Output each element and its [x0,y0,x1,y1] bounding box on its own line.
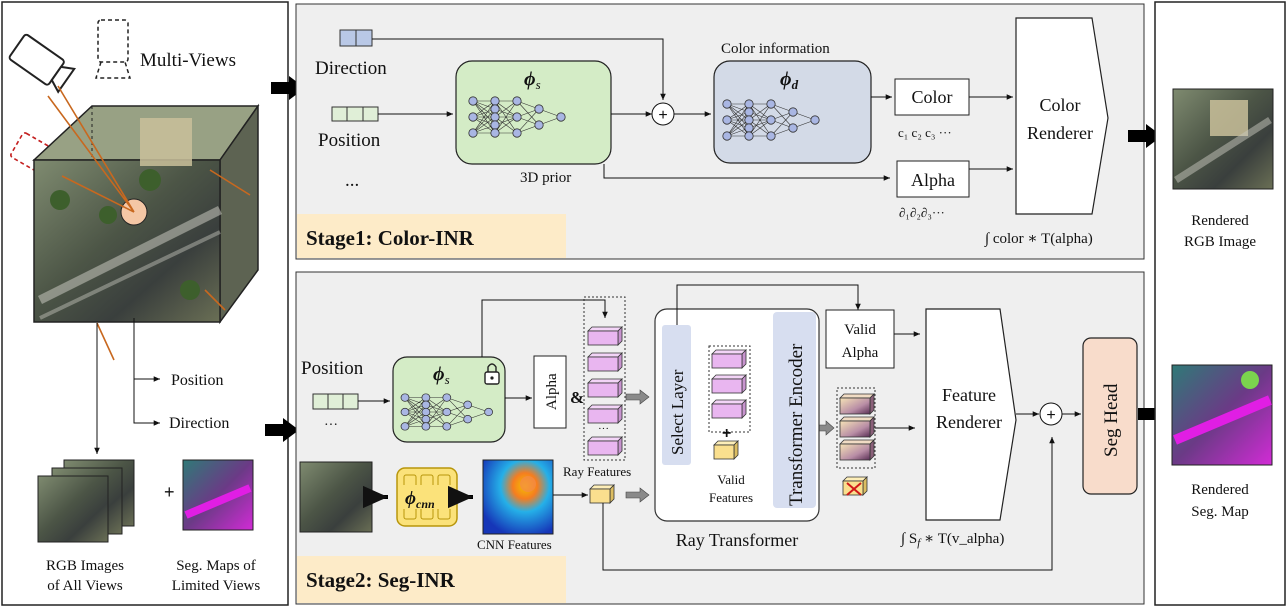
ray-feature-cube [587,352,623,372]
stage1-integral: ∫ color ∗ T(alpha) [984,231,1093,247]
stage2-position-encoding-box [312,393,359,410]
multi-views-label: Multi-Views [140,50,236,71]
color-output-box [894,78,970,116]
rgb-caption-line2: of All Views [47,578,123,594]
phi-s-to-ray-features-arrow [481,299,608,357]
select-layer-label: Select Layer [668,369,687,455]
rendered-rgb-line1: Rendered [1191,213,1249,229]
camera-icon [8,33,76,94]
svg-text:+: + [658,107,667,124]
alpha-output-box [896,160,970,198]
transformer-encoder-block [773,312,816,508]
valid-alpha-line1: Valid [844,322,876,338]
stage2-integral: ∫ Sf ∗ T(v_alpha) [900,531,1004,549]
ray-feature-cube [587,326,623,346]
rendered-rgb-line2: RGB Image [1184,234,1256,250]
stage2-title-bg [297,556,566,603]
prior-label: 3D prior [520,170,571,186]
svg-text:+: + [1046,407,1055,424]
color-values: c₁ c₂ c₃ ··· [898,125,952,140]
left-direction-label: Direction [169,415,229,432]
valid-feature-cube [711,374,747,394]
rgb-caption-line1: RGB Images [46,558,124,574]
color-box-label: Color [911,87,952,107]
stage1-ellipsis: ... [345,170,359,191]
cnn-features-label: CNN Features [477,537,552,552]
ray-transformer-label: Ray Transformer [676,530,799,550]
camera-outline-icon [94,19,132,79]
valid-feature-cube [711,399,747,419]
valid-alpha-box [825,309,895,369]
seg-caption-line1: Seg. Maps of [176,558,256,574]
ray-features-dots: ··· [598,423,609,435]
select-layer-block [662,325,691,465]
valid-features-line1: Valid [717,472,745,487]
phi-cnn-symbol: ϕcnn [405,488,435,511]
seg-road-stripe [184,484,252,519]
left-plus: + [164,482,175,502]
feature-renderer-line1: Feature [942,385,996,405]
scene-cube [32,85,260,361]
left-position-label: Position [171,372,223,389]
rendered-seg-line1: Rendered [1191,482,1249,498]
output-feature-cube [839,439,875,461]
ampersand: & [570,388,584,407]
valid-alpha-line2: Alpha [842,345,879,361]
stage1-position-label: Position [318,130,381,151]
valid-features-stack [708,345,751,433]
valid-feature-cube [711,349,747,369]
prior-to-alpha-arrow [603,164,890,181]
seg-head-block [1082,337,1138,495]
stage1-title: Stage1: Color-INR [306,226,475,250]
select-to-valid-alpha-arrow [676,284,861,325]
output-feature-cube [839,393,875,415]
direction-to-sum-arrow [372,38,666,100]
stage1-alpha-label: Alpha [911,170,955,190]
alpha-values: ∂₁∂₂∂₃··· [899,205,945,220]
ray-features-stack [583,296,626,461]
color-renderer [1015,17,1109,215]
ray-feature-cube [587,378,623,398]
feature-renderer-line2: Renderer [936,412,1002,432]
lock-icon [484,363,500,385]
feature-renderer [925,308,1017,521]
seg-head-label: Seg Head [1101,383,1122,457]
color-renderer-line1: Color [1039,95,1080,115]
invalid-feature-icon [842,476,868,496]
output-feature-cube [839,416,875,438]
stage2-phi-s-symbol: ϕs [433,363,450,387]
cnn-feature-cube [589,484,615,504]
stage1-phi-s-symbol: ϕs [524,68,541,92]
valid-features-line2: Features [709,490,753,505]
color-renderer-line2: Renderer [1027,123,1093,143]
stage2-title: Stage2: Seg-INR [306,568,456,592]
phi-s-network [455,60,612,165]
seg-caption-line2: Limited Views [172,578,261,594]
valid-features-plus: + [722,425,731,442]
color-info-label: Color information [721,41,830,57]
stage2-position-label: Position [301,358,364,379]
rgb-image-stack [37,459,135,543]
ray-feature-cube [587,404,623,424]
transformer-encoder-label: Transformer Encoder [786,343,807,506]
rendered-seg-line2: Seg. Map [1191,504,1249,520]
stage2-dots: ··· [324,418,338,433]
direction-arrow [133,379,160,426]
stage1-title-bg [297,214,566,258]
stage1-direction-label: Direction [315,58,387,79]
phi-d-symbol: ϕd [780,68,799,92]
stage2-alpha-label: Alpha [544,373,560,410]
stage2-alpha-box [533,355,567,429]
skip-connection-arrow [602,437,1055,571]
ray-feature-cube [587,436,623,456]
position-encoding-box [331,106,379,122]
cnn-feature-map [482,459,554,535]
ray-features-label: Ray Features [563,464,631,479]
valid-cnn-feature-cube [713,440,739,460]
input-rgb-image [299,461,373,533]
